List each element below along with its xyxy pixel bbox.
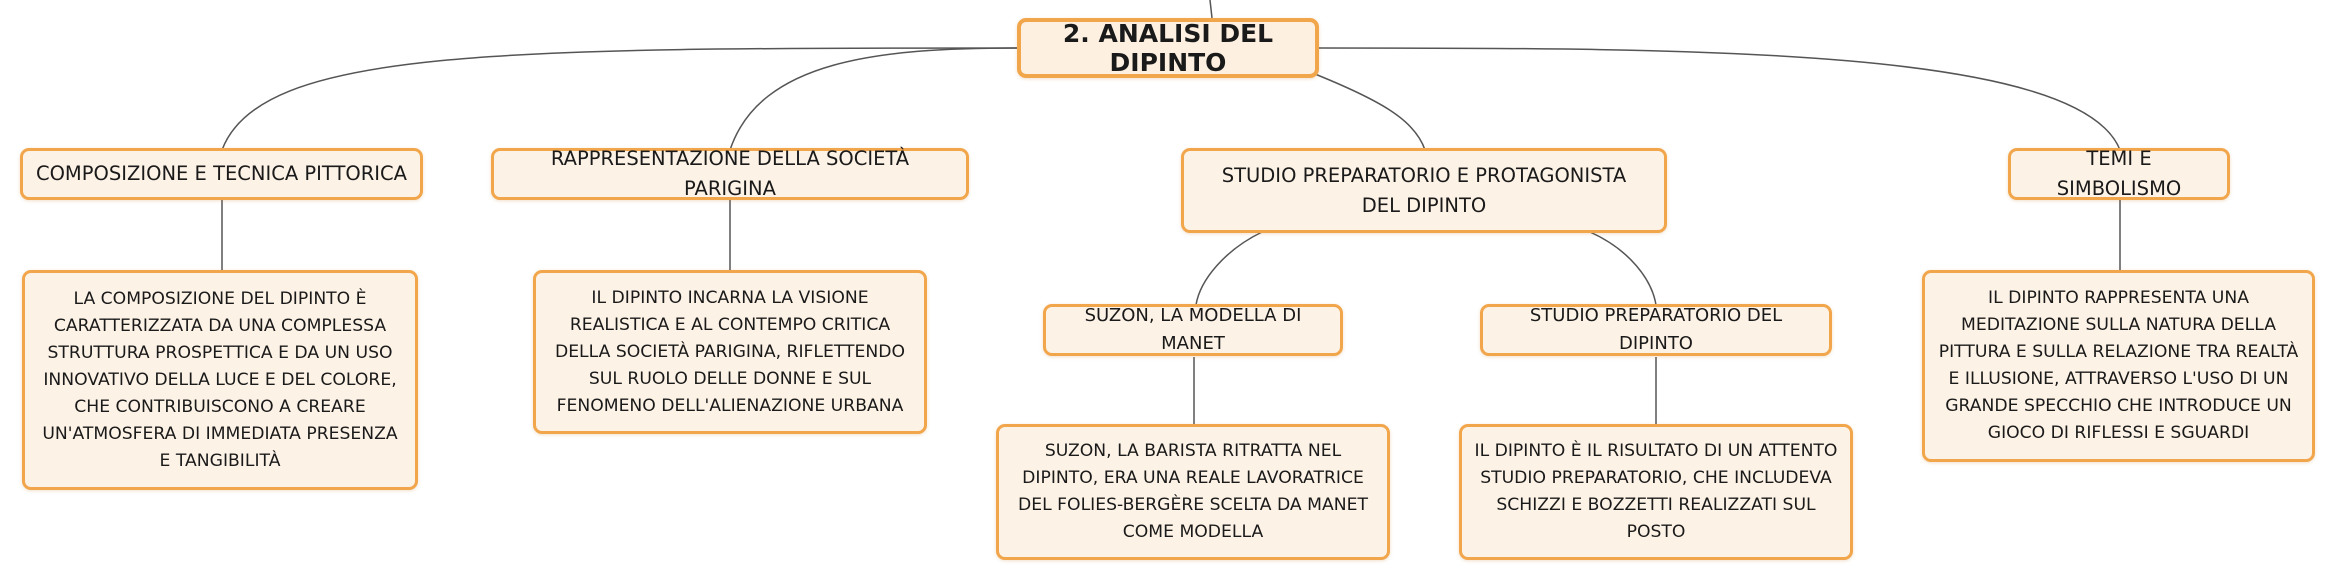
root-topic[interactable]: 2. ANALISI DEL DIPINTO [1017, 18, 1319, 78]
topic-temi-simbolismo-label: TEMI E SIMBOLISMO [2056, 147, 2182, 200]
detail-societa-parigina-text: IL DIPINTO INCARNA LA VISIONE REALISTICA… [554, 287, 906, 416]
detail-temi-simbolismo-text: IL DIPINTO RAPPRESENTA UNA MEDITAZIONE S… [1938, 288, 2299, 443]
detail-studio-preparatorio[interactable]: IL DIPINTO È IL RISULTATO DI UN ATTENTO … [1459, 424, 1853, 560]
detail-temi-simbolismo[interactable]: IL DIPINTO RAPPRESENTA UNA MEDITAZIONE S… [1922, 270, 2315, 462]
connector-branch-3-sub-1 [1195, 231, 1263, 306]
detail-composizione-text: LA COMPOSIZIONE DEL DIPINTO È CARATTERIZ… [42, 288, 398, 471]
connector-branch-3-sub-2 [1589, 231, 1657, 306]
detail-studio-preparatorio-text: IL DIPINTO È IL RISULTATO DI UN ATTENTO … [1474, 441, 1838, 542]
subtopic-studio-preparatorio[interactable]: STUDIO PREPARATORIO DEL DIPINTO [1480, 304, 1832, 356]
connector-root-branch-3 [1309, 71, 1426, 151]
detail-suzon[interactable]: SUZON, LA BARISTA RITRATTA NEL DIPINTO, … [996, 424, 1390, 560]
connector-root-branch-1 [221, 47, 1018, 151]
subtopic-studio-preparatorio-label: STUDIO PREPARATORIO DEL DIPINTO [1529, 305, 1783, 354]
topic-societa-parigina[interactable]: RAPPRESENTAZIONE DELLA SOCIETÀ PARIGINA [491, 147, 969, 200]
topic-studio-preparatorio-label: STUDIO PREPARATORIO E PROTAGONISTA DEL D… [1221, 163, 1627, 217]
topic-composizione-label: COMPOSIZIONE E TECNICA PITTORICA [35, 162, 408, 185]
detail-societa-parigina[interactable]: IL DIPINTO INCARNA LA VISIONE REALISTICA… [533, 270, 927, 434]
topic-societa-parigina-label: RAPPRESENTAZIONE DELLA SOCIETÀ PARIGINA [550, 147, 910, 200]
subtopic-suzon[interactable]: SUZON, LA MODELLA DI MANET [1043, 304, 1343, 356]
topic-temi-simbolismo[interactable]: TEMI E SIMBOLISMO [2008, 147, 2230, 200]
topic-studio-preparatorio[interactable]: STUDIO PREPARATORIO E PROTAGONISTA DEL D… [1181, 148, 1667, 233]
detail-composizione[interactable]: LA COMPOSIZIONE DEL DIPINTO È CARATTERIZ… [22, 270, 418, 490]
subtopic-suzon-label: SUZON, LA MODELLA DI MANET [1084, 305, 1302, 354]
connector-root-branch-4 [1318, 47, 2121, 151]
connector-top-stub [1209, 0, 1213, 19]
topic-composizione[interactable]: COMPOSIZIONE E TECNICA PITTORICA [20, 148, 423, 200]
connector-root-branch-2 [729, 47, 1018, 151]
root-topic-label: 2. ANALISI DEL DIPINTO [1062, 19, 1274, 77]
detail-suzon-text: SUZON, LA BARISTA RITRATTA NEL DIPINTO, … [1018, 441, 1368, 542]
